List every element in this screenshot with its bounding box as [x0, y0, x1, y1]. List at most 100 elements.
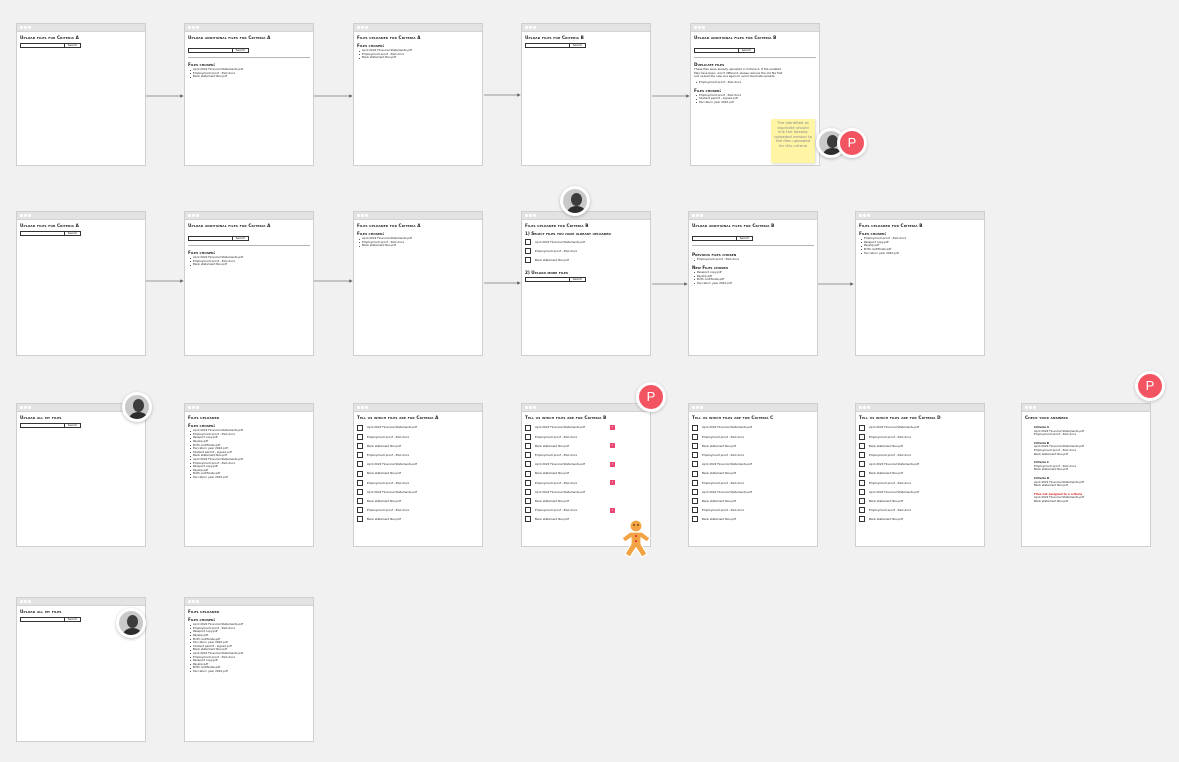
checkbox-row[interactable]: Bank statement Nov.pdf: [357, 469, 479, 478]
search-button[interactable]: Search: [64, 423, 81, 428]
checkbox[interactable]: [357, 479, 363, 486]
checkbox-row[interactable]: Employment proof - PwC.docx: [525, 246, 647, 255]
checkbox-row[interactable]: Bank statement Nov.pdf: [357, 441, 479, 450]
checkbox-row[interactable]: Employment proof - PwC.docx: [692, 432, 814, 441]
checkbox[interactable]: [357, 507, 363, 514]
checkbox[interactable]: [859, 498, 865, 505]
checkbox-row[interactable]: Employment proof - PwC.docx: [525, 451, 647, 460]
checkbox[interactable]: [357, 461, 363, 468]
search-button[interactable]: Search: [569, 43, 586, 48]
checkbox-row[interactable]: April 2022 Financial Statements.pdf: [692, 423, 814, 432]
avatar[interactable]: [122, 392, 152, 422]
checkbox[interactable]: [859, 516, 865, 523]
checkbox[interactable]: [525, 488, 531, 495]
user-badge[interactable]: P: [837, 128, 867, 158]
checkbox[interactable]: [525, 470, 531, 477]
search-button[interactable]: Search: [232, 48, 249, 53]
checkbox[interactable]: [692, 516, 698, 523]
checkbox[interactable]: [859, 470, 865, 477]
checkbox[interactable]: [525, 461, 531, 468]
checkbox[interactable]: [357, 452, 363, 459]
checkbox-row[interactable]: Bank statement Nov.pdf: [692, 497, 814, 506]
checkbox[interactable]: [357, 470, 363, 477]
checkbox[interactable]: [859, 424, 865, 431]
checkbox-row[interactable]: Employment proof - PwC.docx: [692, 506, 814, 515]
user-badge[interactable]: P: [636, 382, 666, 412]
checkbox-row[interactable]: April 2022 Financial Statements.pdf: [859, 423, 981, 432]
checkbox-row[interactable]: Bank statement Nov.pdf: [859, 515, 981, 524]
checkbox-row[interactable]: April 2022 Financial Statements.pdf: [357, 487, 479, 496]
search-button[interactable]: Search: [64, 43, 81, 48]
checkbox[interactable]: [692, 507, 698, 514]
checkbox[interactable]: [692, 470, 698, 477]
checkbox[interactable]: [357, 516, 363, 523]
checkbox[interactable]: [692, 424, 698, 431]
checkbox-row[interactable]: Employment proof - PwC.docx: [692, 451, 814, 460]
checkbox-row[interactable]: Bank statement Nov.pdf: [859, 497, 981, 506]
file-input[interactable]: [20, 617, 64, 622]
checkbox[interactable]: [859, 433, 865, 440]
search-button[interactable]: Search: [232, 236, 249, 241]
checkbox-row[interactable]: Employment proof - PwC.docx: [357, 451, 479, 460]
file-input[interactable]: [188, 236, 232, 241]
file-input[interactable]: [20, 231, 64, 236]
checkbox-row[interactable]: Employment proof - PwC.docx!: [525, 478, 647, 487]
checkbox[interactable]: [525, 424, 531, 431]
checkbox[interactable]: [525, 498, 531, 505]
checkbox[interactable]: [525, 247, 531, 254]
checkbox-row[interactable]: April 2022 Financial Statements.pdf: [357, 460, 479, 469]
checkbox[interactable]: [357, 424, 363, 431]
checkbox[interactable]: [525, 507, 531, 514]
checkbox[interactable]: [692, 479, 698, 486]
checkbox[interactable]: [692, 461, 698, 468]
checkbox-row[interactable]: Bank statement Nov.pdf: [525, 469, 647, 478]
file-input[interactable]: [525, 43, 569, 48]
checkbox[interactable]: [692, 452, 698, 459]
checkbox[interactable]: [859, 461, 865, 468]
checkbox-row[interactable]: Employment proof - PwC.docx: [859, 432, 981, 441]
avatar[interactable]: [560, 186, 590, 216]
checkbox-row[interactable]: Employment proof - PwC.docx!: [525, 506, 647, 515]
file-input[interactable]: [20, 43, 64, 48]
search-button[interactable]: Search: [64, 617, 81, 622]
file-input[interactable]: [188, 48, 232, 53]
checkbox-row[interactable]: Bank statement Nov.pdf: [525, 256, 647, 265]
checkbox-row[interactable]: Bank statement Nov.pdf: [692, 441, 814, 450]
checkbox-row[interactable]: April 2022 Financial Statements.pdf!: [525, 423, 647, 432]
search-button[interactable]: Search: [64, 231, 81, 236]
avatar[interactable]: [116, 608, 146, 638]
checkbox-row[interactable]: Bank statement Nov.pdf: [859, 469, 981, 478]
checkbox[interactable]: [692, 498, 698, 505]
file-input[interactable]: [525, 276, 569, 282]
checkbox-row[interactable]: April 2022 Financial Statements.pdf: [692, 460, 814, 469]
checkbox[interactable]: [525, 257, 531, 264]
checkbox[interactable]: [525, 479, 531, 486]
checkbox-row[interactable]: Employment proof - PwC.docx: [357, 506, 479, 515]
checkbox[interactable]: [692, 442, 698, 449]
checkbox-row[interactable]: April 2022 Financial Statements.pdf: [692, 487, 814, 496]
checkbox[interactable]: [859, 452, 865, 459]
checkbox[interactable]: [525, 238, 531, 245]
checkbox[interactable]: [692, 433, 698, 440]
file-input[interactable]: [694, 48, 738, 53]
checkbox-row[interactable]: Bank statement Nov.pdf: [357, 497, 479, 506]
checkbox-row[interactable]: Employment proof - PwC.docx: [859, 451, 981, 460]
checkbox[interactable]: [357, 433, 363, 440]
checkbox-row[interactable]: Bank statement Nov.pdf: [692, 469, 814, 478]
checkbox[interactable]: [525, 433, 531, 440]
checkbox[interactable]: [525, 516, 531, 523]
checkbox-row[interactable]: April 2022 Financial Statements.pdf!: [525, 460, 647, 469]
checkbox[interactable]: [859, 442, 865, 449]
checkbox-row[interactable]: Bank statement Nov.pdf: [525, 497, 647, 506]
checkbox[interactable]: [859, 507, 865, 514]
checkbox[interactable]: [525, 442, 531, 449]
checkbox-row[interactable]: April 2022 Financial Statements.pdf: [525, 487, 647, 496]
checkbox[interactable]: [357, 498, 363, 505]
checkbox-row[interactable]: April 2022 Financial Statements.pdf: [859, 460, 981, 469]
search-button[interactable]: Search: [738, 48, 755, 53]
checkbox-row[interactable]: Bank statement Nov.pdf!: [525, 441, 647, 450]
checkbox[interactable]: [859, 479, 865, 486]
user-badge[interactable]: P: [1135, 371, 1165, 401]
checkbox-row[interactable]: Employment proof - PwC.docx: [525, 432, 647, 441]
checkbox[interactable]: [357, 488, 363, 495]
